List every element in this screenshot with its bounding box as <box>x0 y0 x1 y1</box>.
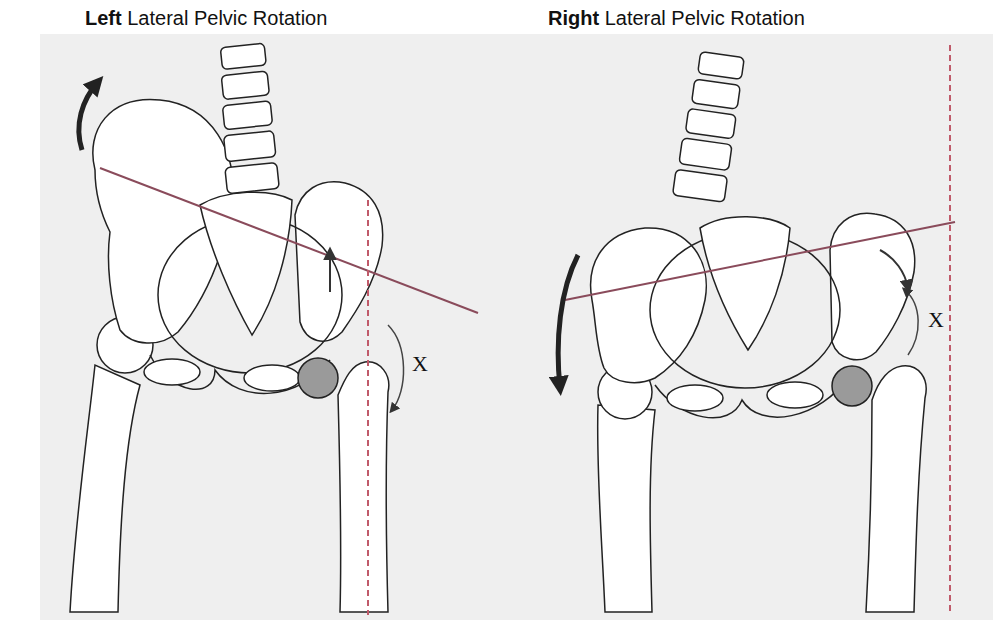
rotation-arrow <box>79 82 98 150</box>
rotation-arrow <box>558 255 578 388</box>
femur <box>70 365 140 612</box>
panel-heading: Right Lateral Pelvic Rotation <box>548 6 805 30</box>
small-arrow <box>905 290 918 355</box>
femoral-head-shaded <box>298 358 338 398</box>
plumb-line <box>949 45 951 615</box>
sacrum <box>200 192 292 335</box>
small-arrow <box>388 325 404 410</box>
femoral-head-shaded <box>832 366 872 406</box>
small-arrow <box>329 252 331 292</box>
ilium <box>830 213 915 359</box>
obturator-foramen <box>144 359 200 385</box>
sacrum <box>700 217 790 350</box>
crest-line <box>565 222 955 300</box>
x-mark: X <box>926 308 946 332</box>
obturator-foramen <box>767 382 823 408</box>
femur <box>598 405 655 612</box>
obturator-foramen <box>667 385 723 411</box>
ilium <box>591 228 707 383</box>
obturator-foramen <box>244 365 300 391</box>
femur <box>338 362 389 612</box>
pubis <box>655 375 850 418</box>
femur <box>866 366 926 612</box>
page-ground <box>40 34 993 620</box>
crest-line <box>100 168 478 313</box>
right-pelvis <box>591 50 927 612</box>
plumb-line <box>367 200 369 615</box>
left-pelvis <box>70 43 389 612</box>
small-arrow <box>880 250 908 288</box>
x-mark: X <box>410 352 430 376</box>
panel-heading: Left Lateral Pelvic Rotation <box>85 6 327 30</box>
